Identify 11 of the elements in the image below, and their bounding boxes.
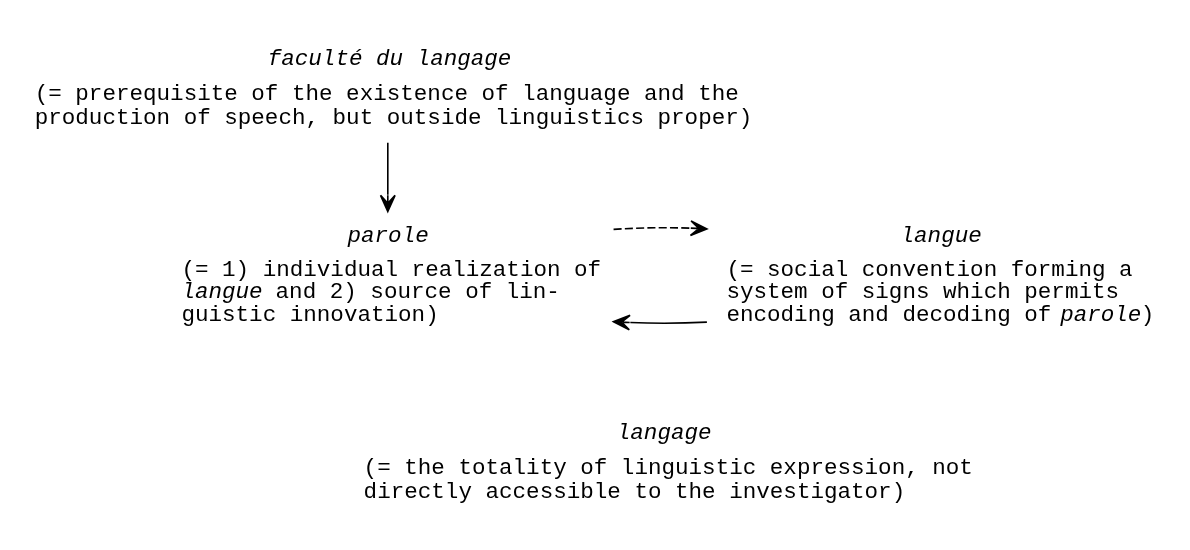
node-text: langue xyxy=(900,222,982,249)
node-label: (= 1) individual realization of langue and 2) source of lin- guistic innovation) xyxy=(181,256,602,328)
node-text: langage xyxy=(616,419,712,446)
arrow xyxy=(612,219,708,236)
node-label: (= the totality of linguistic expression, not directly accessible to the investigator) xyxy=(363,454,973,505)
node-text: faculté du langage xyxy=(267,45,512,72)
node-label: (= prerequisite of the existence of language and the production of speech, but outside linguistics proper) xyxy=(34,80,753,131)
arrow xyxy=(379,141,396,212)
arrow xyxy=(612,313,708,331)
node-label: (= social convention forming a system of signs which permits encoding and decoding of parole) xyxy=(726,256,1155,328)
node-text: parole xyxy=(347,222,429,249)
